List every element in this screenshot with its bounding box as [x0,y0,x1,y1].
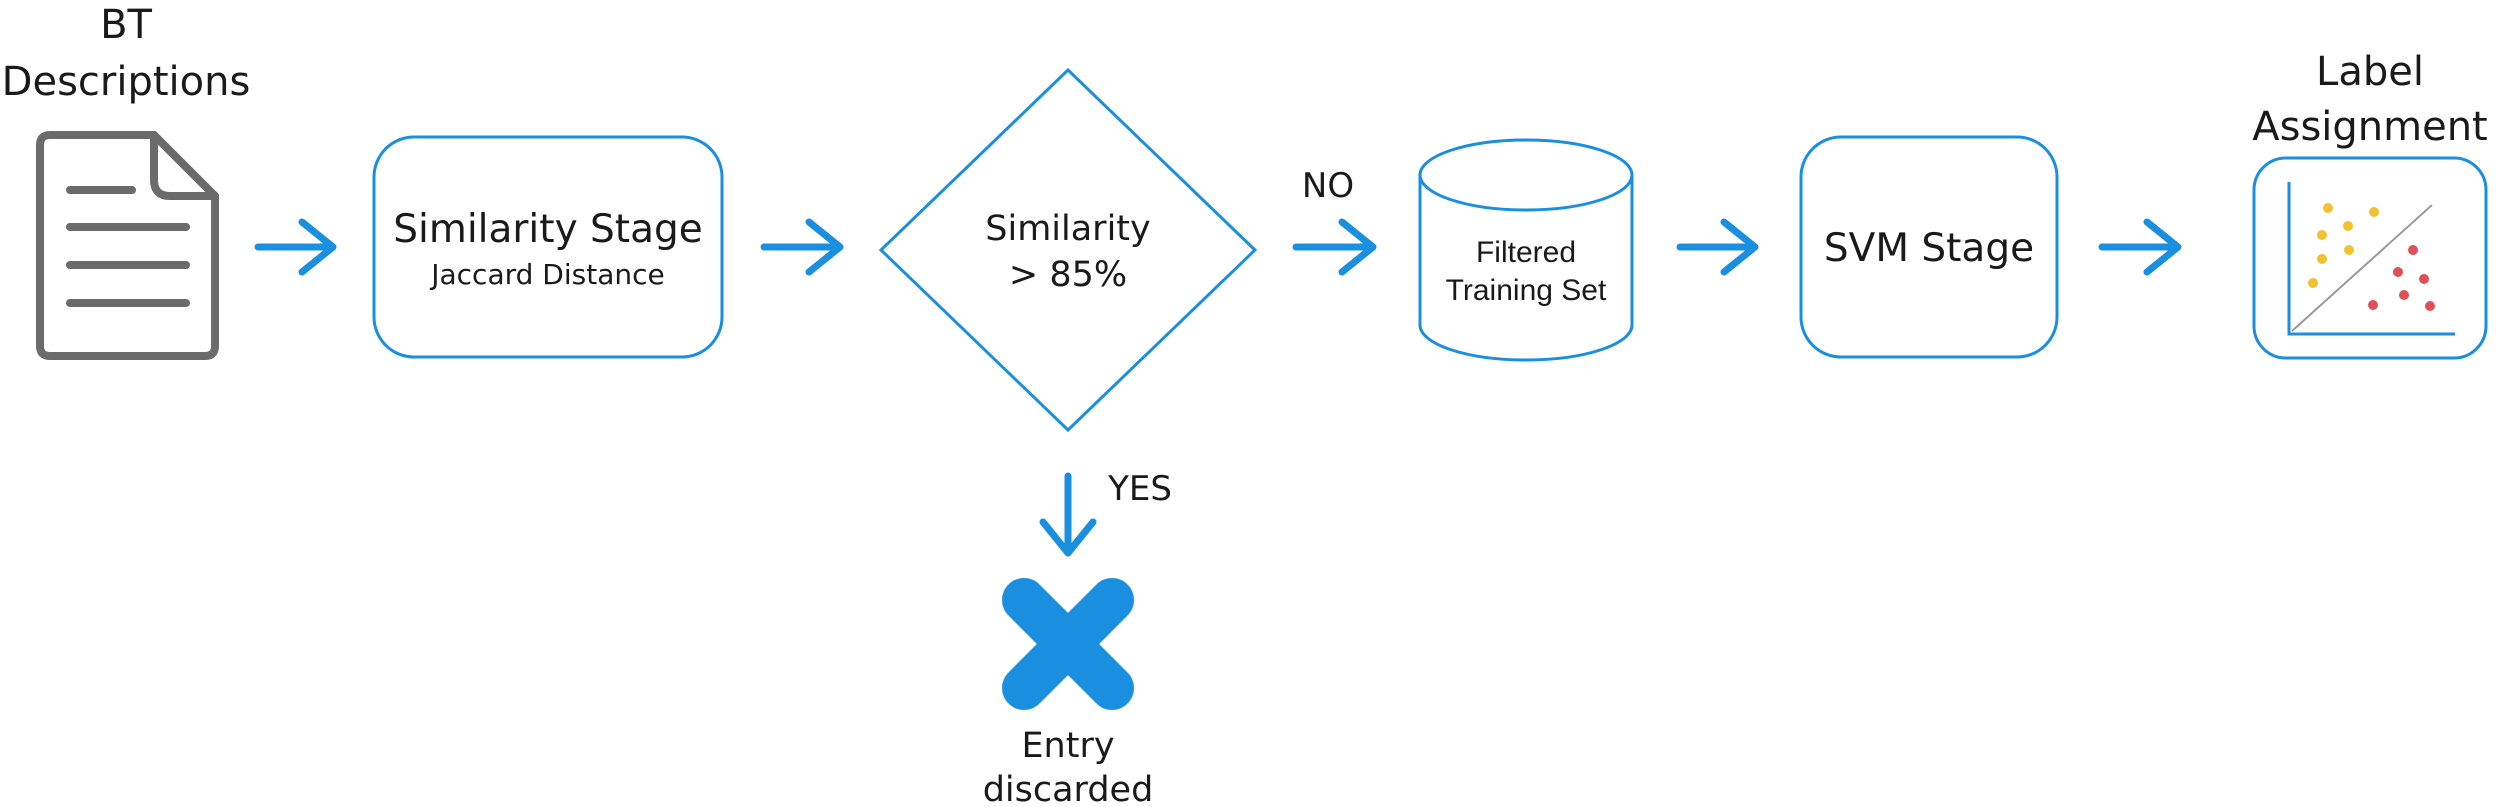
source-title-line1: BT [100,2,152,48]
decision-diamond [878,67,1258,433]
decision-line1: Similarity [985,209,1150,249]
discard-line2: discarded [983,770,1154,807]
similarity-stage-box [372,135,724,359]
svm-stage-title: SVM Stage [1824,226,2034,271]
source-title-line2: Descriptions [2,59,251,105]
svm-stage-box [1799,135,2059,359]
training-set-line2: Training Set [1446,274,1607,307]
arrow-to-svm-stage [1676,218,1759,276]
output-title-line2: Assignment [2252,104,2488,150]
document-icon [36,131,219,360]
similarity-stage-subtitle: Jaccard Distance [429,258,665,291]
similarity-stage-title: Similarity Stage [393,207,703,252]
no-label: NO [1302,166,1354,206]
training-set-line1: Filtered [1476,236,1576,269]
x-icon [1002,578,1134,710]
output-title-line1: Label [2316,49,2424,95]
decision-line2: > 85% [1009,255,1127,295]
arrow-to-label-assignment [2098,218,2182,276]
arrow-no-to-training-set [1292,218,1377,276]
discard-line1: Entry [1021,726,1114,766]
arrow-yes-to-discard [1039,472,1097,557]
training-set-cylinder [1418,138,1634,362]
scatter-plot-icon [2252,156,2488,360]
arrow-to-similarity-stage [254,218,337,276]
yes-label: YES [1107,469,1172,509]
arrow-to-decision [760,218,844,276]
